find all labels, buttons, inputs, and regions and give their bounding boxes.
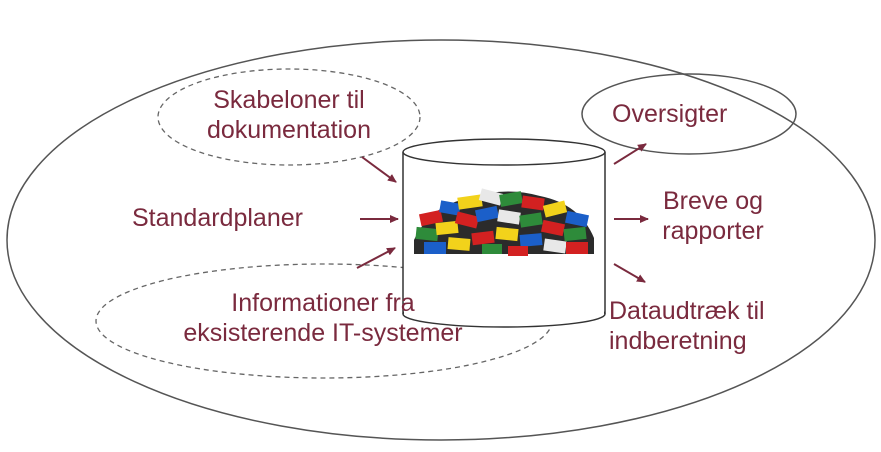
it-systems-label: Informationer fra eksisterende IT-system…	[158, 288, 488, 348]
data-extract-label-line2: indberetning	[609, 327, 747, 355]
templates-label-line2: dokumentation	[206, 116, 371, 144]
lego-bricks-icon	[414, 188, 594, 256]
templates-dashed-ellipse	[157, 68, 421, 166]
outer-boundary-ellipse	[6, 39, 876, 441]
letters-label-line1: Breve og	[662, 187, 764, 215]
overviews-label: Oversigter	[612, 100, 728, 128]
letters-label-line2: rapporter	[662, 217, 764, 245]
arrow-templates-to-db	[361, 156, 397, 183]
data-extract-label-line1: Dataudtræk til	[609, 297, 765, 325]
standard-plans-label: Standardplaner	[132, 204, 303, 232]
it-systems-label-line1: Informationer fra	[231, 289, 415, 317]
templates-label-line1: Skabeloner til	[213, 86, 365, 114]
arrow-db-to-overviews	[613, 143, 647, 165]
data-extract-label: Dataudtræk til indberetning	[609, 296, 765, 356]
arrow-it-systems-to-db	[356, 247, 396, 269]
it-systems-label-line2: eksisterende IT-systemer	[183, 319, 463, 347]
overviews-ellipse	[581, 73, 797, 155]
templates-label: Skabeloner til dokumentation	[196, 85, 382, 145]
arrow-db-to-data-extract	[613, 263, 646, 283]
letters-label: Breve og rapporter	[648, 186, 778, 246]
